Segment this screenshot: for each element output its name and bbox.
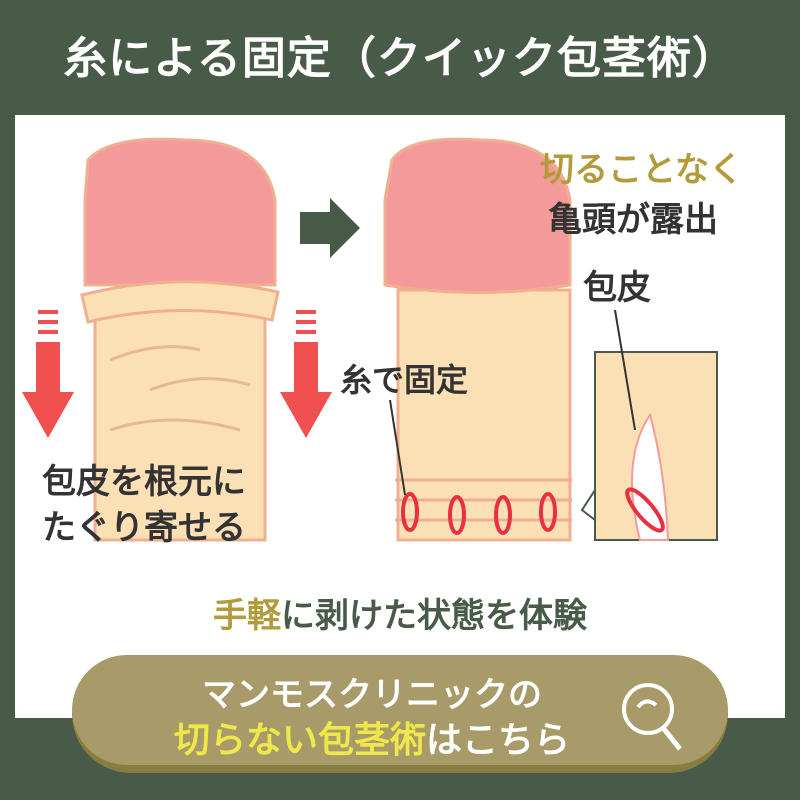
down-arrow-icon bbox=[280, 310, 332, 438]
zoom-inset bbox=[580, 309, 718, 541]
after-illustration bbox=[383, 137, 572, 542]
cta-line1: マンモスクリニックの bbox=[202, 675, 542, 715]
subtitle-rest: に剥けた状態を体験 bbox=[281, 596, 587, 636]
page-title: 糸による固定（クイック包茎術） bbox=[63, 33, 737, 84]
label-fix-thread: 糸で固定 bbox=[340, 361, 469, 399]
cta-highlight: 切らない包茎術 bbox=[173, 720, 426, 761]
label-pull-back-1: 包皮を根元に bbox=[42, 462, 246, 502]
subtitle: 手軽に剥けた状態を体験 bbox=[0, 588, 800, 637]
label-foreskin: 包皮 bbox=[583, 268, 651, 308]
label-exposed: 亀頭が露出 bbox=[548, 200, 718, 240]
subtitle-highlight: 手軽 bbox=[213, 596, 281, 636]
label-pull-back-2: たぐり寄せる bbox=[42, 508, 246, 548]
cta-line2: 切らない包茎術はこちら bbox=[142, 711, 602, 763]
before-illustration bbox=[80, 137, 280, 542]
label-no-cut: 切ることなく bbox=[540, 150, 743, 190]
cta-button[interactable]: マンモスクリニックの 切らない包茎術はこちら bbox=[72, 655, 728, 765]
cta-rest: はこちら bbox=[426, 720, 571, 761]
down-arrow-icon bbox=[22, 310, 74, 438]
search-icon bbox=[622, 683, 682, 751]
right-arrow-icon bbox=[300, 198, 360, 258]
